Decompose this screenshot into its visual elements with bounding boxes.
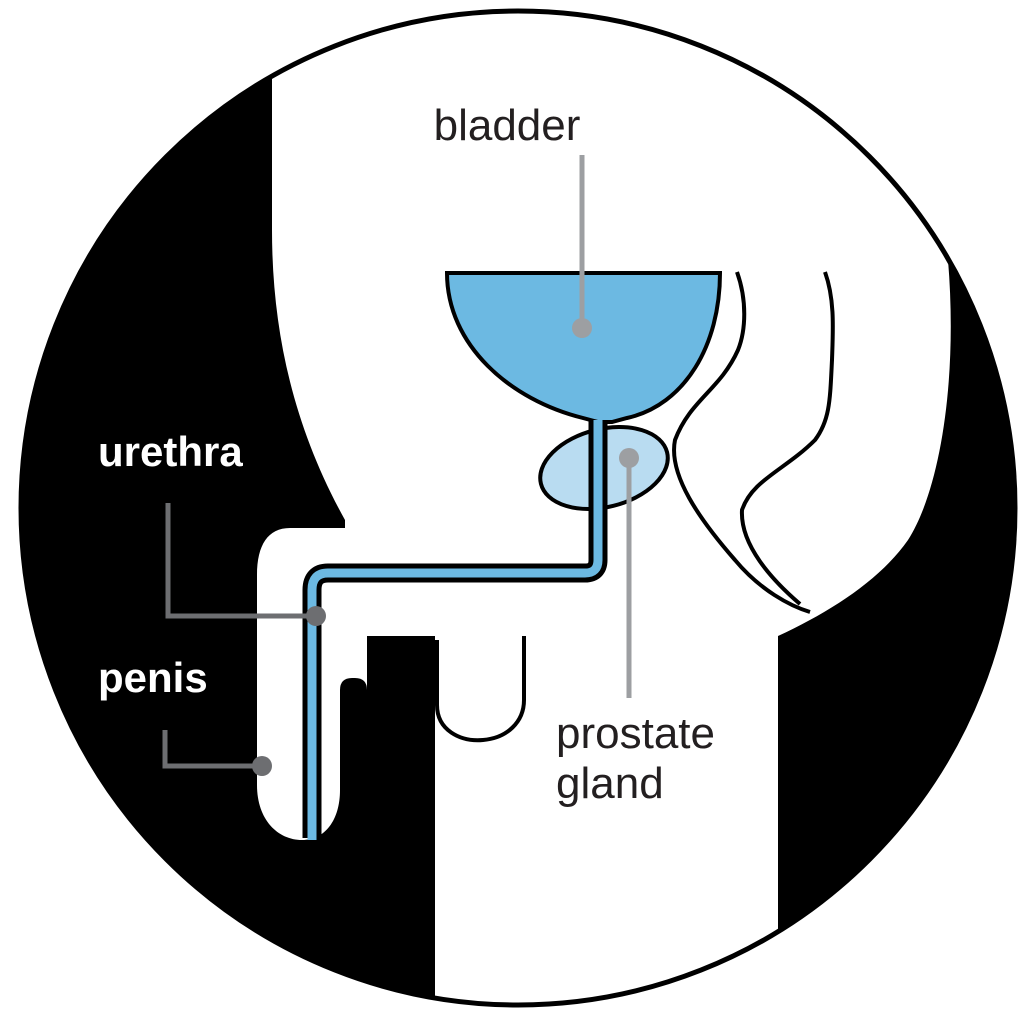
penis-pointer-dot xyxy=(252,756,272,776)
bladder-label: bladder xyxy=(434,101,581,150)
prostate-label-line2: gland xyxy=(556,759,664,808)
prostate-pointer-dot xyxy=(619,448,639,468)
urethra-pointer-dot xyxy=(306,606,326,626)
prostate-label-line1: prostate xyxy=(556,709,715,758)
penis-label: penis xyxy=(98,654,208,701)
bladder-pointer-dot xyxy=(572,318,592,338)
urethra-label: urethra xyxy=(98,428,243,475)
